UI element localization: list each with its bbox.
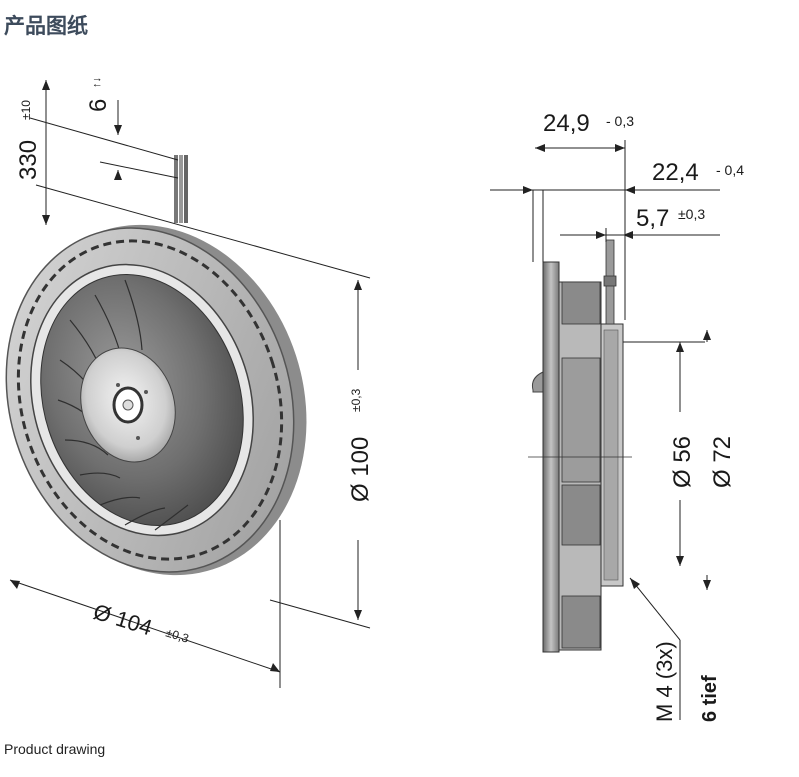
dim-height: Ø 100 [347,437,374,502]
dim-cable-length-tol: ±10 [19,100,33,120]
section-title: 产品图纸 [4,14,88,38]
dim-depth-flange-tol: ±0,3 [678,206,705,222]
dim-outer-diameter: Ø 104 [91,599,156,640]
dim-outer-diameter-tol: ±0,3 [164,625,191,645]
dim-bolt-circle: Ø 72 [709,436,736,488]
dim-thread: M 4 (3x) [652,641,677,722]
dim-depth-total-tol: - 0,3 [606,113,634,129]
fan-side-view [490,140,720,720]
drawing-caption: Product drawing [4,741,106,757]
dim-height-tol: ±0,3 [349,388,363,412]
dim-hub-diameter: Ø 56 [669,436,696,488]
cable-icon [174,155,188,223]
dim-strip-length-tol: ↑↓ [91,77,103,88]
dim-thread-depth: 6 tief [699,675,721,722]
dim-cable-length: 330 [15,140,42,180]
dim-depth-body: 22,4 [652,159,699,186]
fan-perspective-view [5,80,371,688]
dim-depth-flange: 5,7 [636,205,669,232]
dim-strip-length: 6 [85,99,112,112]
dim-depth-total: 24,9 [543,110,590,137]
dim-depth-body-tol: - 0,4 [716,162,744,178]
